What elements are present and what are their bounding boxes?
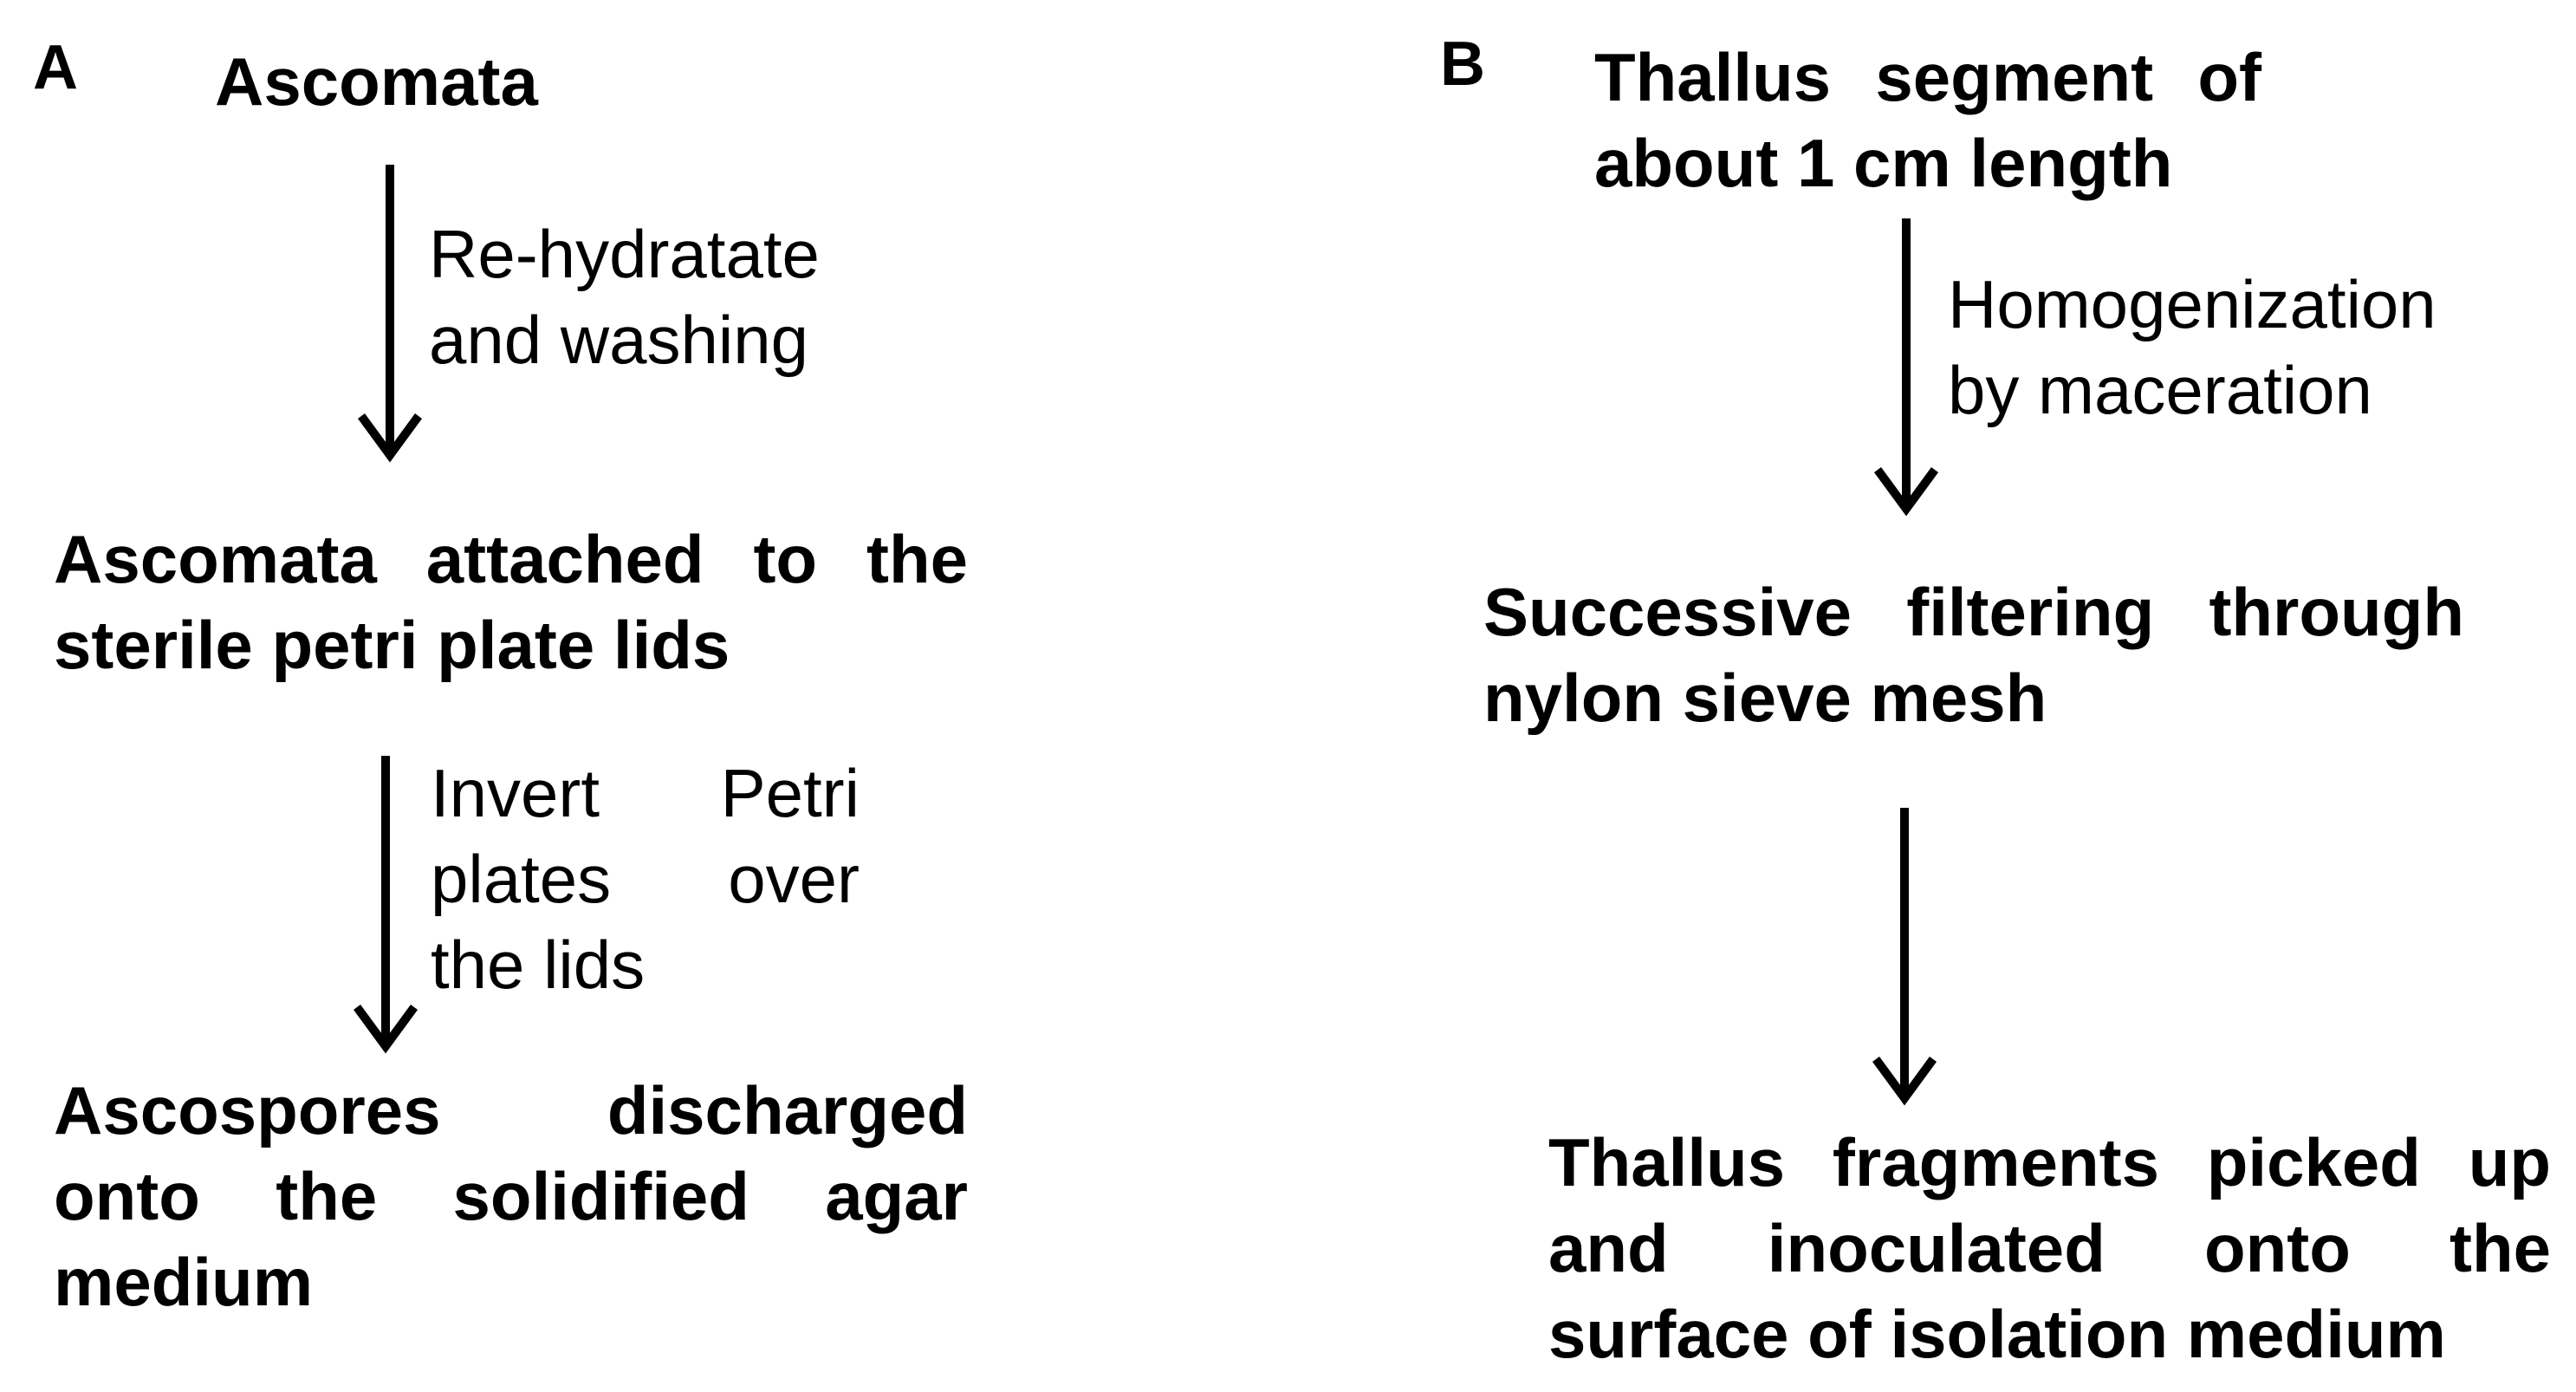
- node-line: about 1 cm length: [1594, 125, 2173, 201]
- node-line: Successive filtering through: [1483, 574, 2464, 650]
- panel-b-label: B: [1440, 29, 1485, 99]
- panel-b-arrow-2: [1872, 808, 1937, 1106]
- step-line: Invert Petri: [431, 755, 860, 831]
- panel-a-step-rehydrate: Re-hydratate and washing: [429, 211, 820, 383]
- panel-b-step-homogenization: Homogenization by maceration: [1948, 262, 2436, 433]
- panel-b-node-filtering: Successive filtering through nylon sieve…: [1483, 569, 2464, 741]
- step-line: the lids: [431, 927, 646, 1003]
- step-line: Re-hydratate: [429, 216, 820, 292]
- step-line: Homogenization: [1948, 266, 2436, 342]
- node-line: sterile petri plate lids: [54, 607, 730, 683]
- panel-a-arrow-1: [357, 165, 423, 463]
- panel-b-arrow-1: [1873, 218, 1939, 517]
- step-line: by maceration: [1948, 352, 2372, 428]
- node-line: Thallus fragments picked up: [1548, 1124, 2551, 1200]
- node-line: onto the solidified agar: [54, 1158, 968, 1234]
- node-line: nylon sieve mesh: [1483, 660, 2047, 736]
- panel-a-node-ascomata: Ascomata: [215, 43, 538, 120]
- step-line: plates over: [431, 841, 860, 917]
- node-line: medium: [54, 1244, 314, 1320]
- panel-a-node-ascospores: Ascospores discharged onto the solidifie…: [54, 1068, 968, 1325]
- step-line: and washing: [429, 302, 808, 378]
- panel-a-step-invert: Invert Petri plates over the lids: [431, 751, 860, 1008]
- node-line: surface of isolation medium: [1548, 1296, 2446, 1372]
- node-line: and inoculated onto the: [1548, 1210, 2551, 1286]
- node-line: Ascomata attached to the: [54, 521, 968, 597]
- node-line: Ascospores discharged: [54, 1072, 968, 1148]
- panel-b-node-fragments: Thallus fragments picked up and inoculat…: [1548, 1120, 2551, 1377]
- panel-a-label: A: [33, 33, 78, 102]
- panel-b-node-thallus-segment: Thallus segment of about 1 cm length: [1594, 35, 2261, 206]
- panel-a-node-attached: Ascomata attached to the sterile petri p…: [54, 517, 968, 688]
- panel-a-arrow-2: [353, 756, 419, 1054]
- node-line: Thallus segment of: [1594, 39, 2261, 115]
